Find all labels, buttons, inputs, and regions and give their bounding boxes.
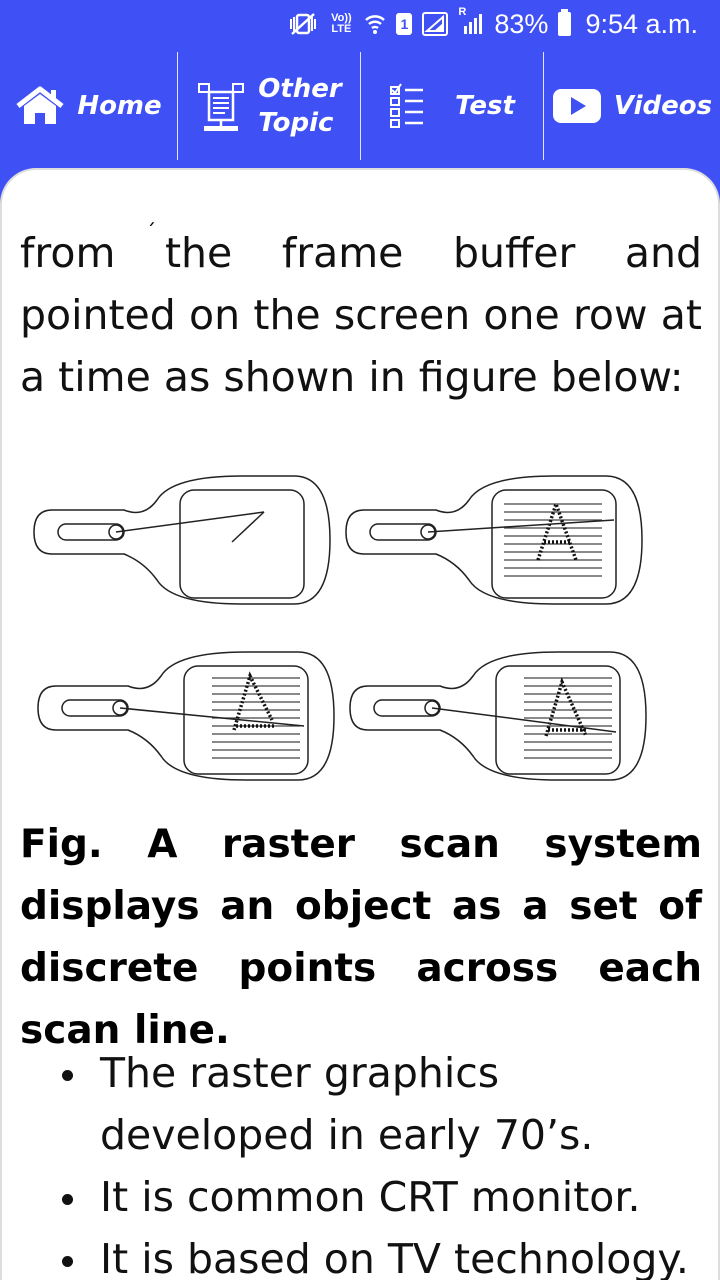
nav-home[interactable]: Home	[0, 52, 178, 160]
wifi-icon	[364, 12, 386, 36]
status-icons: Vo)) LTE 1 R 83% 9:54 a.m.	[288, 6, 698, 42]
bullet-dot-icon	[62, 1070, 73, 1081]
content-card: ˏ from the frame buffer and pointed on t…	[0, 168, 720, 1280]
bullet-text: It is common CRT monitor.	[100, 1173, 641, 1221]
nav-other-topic[interactable]: Other Topic	[178, 52, 361, 160]
bullet-text: It is based on TV technology.	[100, 1235, 689, 1280]
crt-panel-4	[349, 651, 647, 781]
nav-other-topic-label: Other Topic	[258, 72, 342, 140]
figure-caption: Fig. A raster scan system displays an ob…	[20, 822, 702, 1053]
bullet-dot-icon	[62, 1194, 73, 1205]
nav-videos-label: Videos	[613, 91, 713, 121]
list-item: It is based on TV technology.	[2, 1228, 718, 1280]
bullet-list: The raster graphics developed in early 7…	[2, 1042, 718, 1280]
text-fragment-mark: ˏ	[146, 202, 156, 226]
checklist-icon	[390, 83, 424, 128]
status-bar: Vo)) LTE 1 R 83% 9:54 a.m.	[0, 0, 720, 50]
sim-one-icon: 1	[396, 13, 413, 35]
nav-other-line1: Other	[258, 74, 342, 104]
intro-paragraph: from the frame buffer and pointed on the…	[20, 229, 702, 401]
presentation-board-icon	[198, 83, 245, 131]
signal-sim1-icon	[422, 12, 449, 36]
battery-percent: 83%	[494, 8, 549, 39]
nav-test[interactable]: Test	[361, 52, 544, 160]
crt-panel-1	[33, 475, 331, 605]
mute-vibrate-icon	[288, 12, 318, 36]
nav-test-label: Test	[455, 91, 515, 121]
bullet-dot-icon	[62, 1256, 73, 1267]
bullet-text: The raster graphics developed in early 7…	[100, 1049, 594, 1159]
nav-home-label: Home	[77, 91, 162, 121]
top-nav: Home Other Topic	[0, 52, 720, 162]
nav-other-line2: Topic	[258, 108, 334, 138]
clock: 9:54 a.m.	[585, 8, 698, 39]
battery-icon	[558, 9, 572, 36]
nav-videos[interactable]: Videos	[544, 52, 720, 160]
list-item: It is common CRT monitor.	[2, 1166, 718, 1228]
volte-icon: Vo)) LTE	[331, 12, 352, 35]
play-video-icon	[552, 89, 601, 123]
roaming-indicator: R	[458, 6, 467, 18]
raster-scan-figure	[33, 475, 647, 781]
crt-panel-2	[345, 475, 643, 605]
home-icon	[16, 86, 64, 124]
signal-sim2-icon: R	[458, 6, 484, 36]
crt-panel-3	[37, 651, 335, 781]
list-item: The raster graphics developed in early 7…	[2, 1042, 718, 1166]
